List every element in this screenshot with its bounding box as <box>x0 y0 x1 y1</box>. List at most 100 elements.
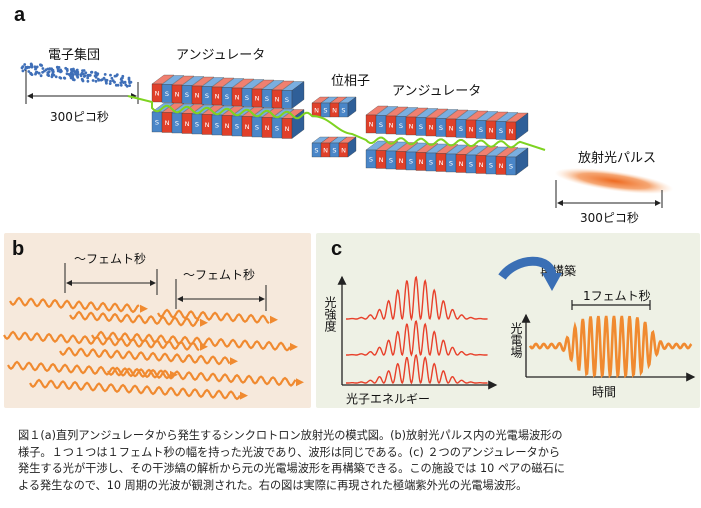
electron-dot <box>71 73 75 77</box>
electron-dot <box>81 79 85 83</box>
magnet-end-face <box>291 81 305 109</box>
electron-dot <box>41 70 44 74</box>
magnet-pole-label: N <box>314 107 319 115</box>
magnet-pole-label: S <box>215 122 219 130</box>
wave-train <box>9 296 140 314</box>
magnet-pole-label: S <box>275 125 279 133</box>
wave-train-arrowhead <box>290 342 298 351</box>
magnet-pole-label: N <box>449 125 454 133</box>
fs-duration-label-2: ～フェムト秒 <box>183 268 256 282</box>
magnet-pole-label: S <box>205 92 209 100</box>
panel-b-diagram <box>3 263 304 401</box>
magnet-pole-label: S <box>379 121 383 129</box>
wave-train-arrowhead <box>270 315 278 324</box>
electron-dot <box>119 83 123 87</box>
electron-dot <box>72 67 75 71</box>
magnet-pole-label: N <box>275 96 280 104</box>
wave-train <box>59 346 231 366</box>
electron-dot <box>96 72 100 76</box>
caption-line-3: 発生する光が干渉し、その干渉縞の解析から元の光電場波形を再構築できる。この施設で… <box>18 462 565 475</box>
magnet-pole-label: N <box>509 128 514 136</box>
electron-dot <box>124 83 128 87</box>
electron-dot <box>109 73 112 77</box>
reconstruct-arrow <box>498 256 557 280</box>
magnet-pole-label: S <box>235 123 239 131</box>
panel-c-letter: c <box>331 238 343 260</box>
electron-dot <box>82 75 86 78</box>
electron-dot <box>93 74 97 78</box>
electron-dot <box>76 75 80 79</box>
wave-train-arrowhead <box>240 391 248 400</box>
fs-duration-label-1: ～フェムト秒 <box>74 252 147 266</box>
interference-spectrum <box>346 275 488 322</box>
electron-dot <box>20 66 24 70</box>
electron-dot <box>110 76 114 80</box>
radiation-pulse <box>554 168 674 194</box>
electron-dot <box>35 70 39 74</box>
wave-train-arrowhead <box>296 378 304 387</box>
electron-dot <box>27 70 31 73</box>
magnet-pole-label: S <box>185 91 189 99</box>
electric-field-label: 光電場 <box>509 322 523 358</box>
magnet-pole-label: N <box>245 123 250 131</box>
magnet-pole-label: N <box>165 119 170 127</box>
magnet-pole-label: N <box>265 124 270 132</box>
caption-line-2: 様子。１つ１つは１フェムト秒の幅を持った光波であり、波形は同じである。(c) ２… <box>18 445 561 459</box>
electron-dot <box>58 69 61 73</box>
electron-dot <box>97 78 101 82</box>
magnet-pole-label: N <box>499 162 504 170</box>
magnet-pole-label: S <box>479 126 483 134</box>
electron-dot <box>21 69 25 73</box>
magnet-pole-label: S <box>165 90 169 98</box>
magnet-pole-label: S <box>399 122 403 130</box>
electron-dot <box>108 82 112 85</box>
wave-train <box>29 378 241 401</box>
magnet-pole-label: N <box>389 122 394 130</box>
magnet-pole-label: N <box>195 92 200 100</box>
undulator-label-2: アンジュレータ <box>392 84 482 99</box>
magnet-pole-label: S <box>341 107 345 115</box>
magnet-end-face <box>347 96 357 118</box>
magnet-pole-label: N <box>175 91 180 99</box>
electron-dot <box>111 79 115 83</box>
magnet-end-face <box>515 147 529 176</box>
magnet-pole-label: S <box>439 124 443 132</box>
electron-dot <box>69 71 73 75</box>
electron-dot <box>88 73 92 77</box>
electron-dot <box>84 71 88 75</box>
magnet-pole-label: N <box>439 159 444 167</box>
magnet-pole-label: N <box>379 156 384 164</box>
electron-dot <box>90 70 93 74</box>
wave-trains <box>3 296 304 401</box>
electron-dot <box>29 71 32 75</box>
magnet-pole-label: N <box>479 161 484 169</box>
wave-train-arrowhead <box>200 318 208 327</box>
electron-dot <box>86 79 90 83</box>
electron-dot <box>39 74 43 78</box>
magnet-pole-label: N <box>429 124 434 132</box>
electric-field-waveform <box>528 315 693 379</box>
electron-dot <box>56 67 60 71</box>
magnet-pole-label: N <box>323 147 328 155</box>
pulse-label: 放射光パルス <box>578 151 657 166</box>
wave-train <box>157 308 270 325</box>
electron-dot <box>71 76 74 80</box>
magnet-end-face <box>347 136 357 158</box>
magnet-pole-label: S <box>489 162 493 170</box>
electron-dot <box>48 67 52 71</box>
electron-dot <box>80 71 84 75</box>
magnet-pole-label: S <box>265 95 269 103</box>
electron-dot <box>120 77 123 81</box>
magnet-pole-label: S <box>509 163 513 171</box>
electron-dot <box>65 69 69 72</box>
magnet-pole-label: N <box>469 126 474 134</box>
wave-train <box>107 366 297 387</box>
magnet-pole-label: S <box>195 121 199 129</box>
electron-dot <box>115 73 119 77</box>
bunch-duration-label: 300ピコ秒 <box>50 110 109 124</box>
magnet-pole-label: N <box>235 94 240 102</box>
